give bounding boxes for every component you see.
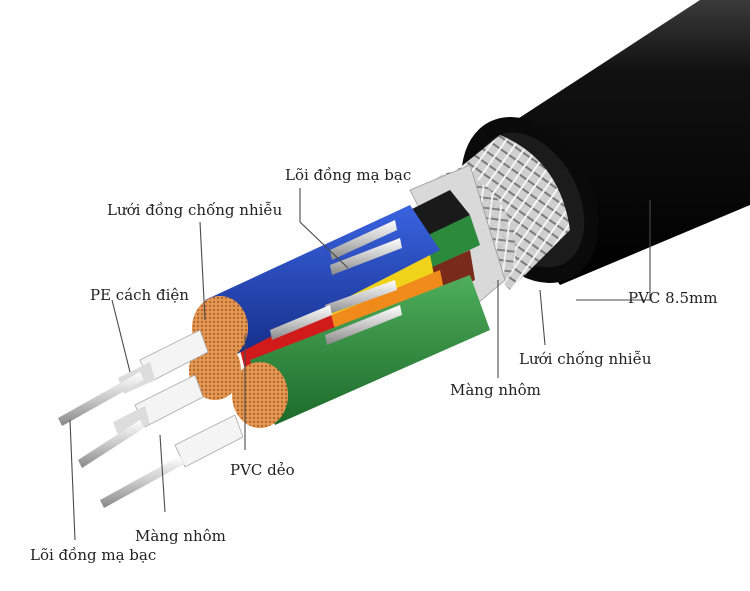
center-wires (58, 372, 184, 508)
label-soft-pvc: PVC dẻo (230, 461, 295, 479)
label-foil-right: Màng nhôm (450, 381, 541, 399)
leader-lines (69, 188, 651, 541)
green-coax (232, 275, 490, 428)
label-foil-bottom: Màng nhôm (135, 527, 226, 545)
small-conductors (270, 220, 402, 345)
label-core-silver-top: Lõi đồng mạ bạc (285, 166, 412, 184)
pe-insulation (113, 329, 244, 468)
label-pvc-jacket: PVC 8.5mm (628, 289, 718, 307)
label-pe-insulation: PE cách điện (90, 286, 189, 304)
label-shield-mesh: Lưới chống nhiễu (519, 350, 652, 368)
label-copper-braid: Lưới đồng chống nhiễu (107, 201, 283, 219)
label-core-silver-bottom: Lõi đồng mạ bạc (30, 546, 157, 564)
